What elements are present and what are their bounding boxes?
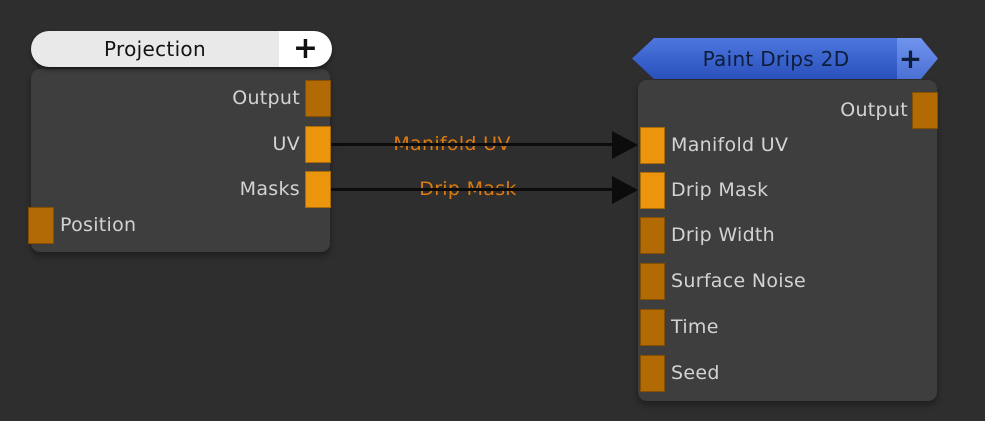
paint-drips-socket-seed[interactable]: [640, 355, 665, 392]
paint-drips-drip-width-label: Drip Width: [671, 224, 776, 246]
projection-socket-uv[interactable]: [305, 126, 331, 163]
projection-socket-output[interactable]: [305, 80, 331, 117]
wire-arrowhead-icon: [612, 176, 638, 204]
projection-socket-position[interactable]: [28, 207, 54, 244]
projection-node-title: Projection: [31, 31, 279, 67]
plus-icon: +: [292, 31, 319, 66]
paint-drips-socket-manifold-uv[interactable]: [640, 127, 665, 164]
paint-drips-drip-mask-label: Drip Mask: [671, 179, 769, 201]
projection-node-body[interactable]: [31, 69, 330, 252]
projection-position-label: Position: [60, 214, 137, 236]
paint-drips-node-title: Paint Drips 2D: [702, 46, 850, 71]
paint-drips-node-body[interactable]: [638, 80, 937, 401]
paint-drips-node-header[interactable]: Paint Drips 2D: [632, 38, 898, 79]
projection-node-header[interactable]: Projection +: [31, 31, 332, 67]
paint-drips-socket-drip-mask[interactable]: [640, 172, 665, 209]
paint-drips-add-button[interactable]: +: [897, 38, 938, 79]
projection-masks-label: Masks: [239, 178, 300, 200]
paint-drips-socket-time[interactable]: [640, 309, 665, 346]
wire-uv-to-manifold-uv[interactable]: [331, 143, 612, 146]
paint-drips-seed-label: Seed: [671, 362, 720, 384]
projection-output-label: Output: [232, 87, 300, 109]
projection-add-button[interactable]: +: [279, 31, 332, 67]
wire-masks-to-drip-mask[interactable]: [331, 188, 612, 191]
paint-drips-socket-surface-noise[interactable]: [640, 263, 665, 300]
projection-uv-label: UV: [272, 133, 300, 155]
paint-drips-socket-output[interactable]: [912, 92, 938, 129]
paint-drips-surface-noise-label: Surface Noise: [671, 270, 807, 292]
projection-socket-masks[interactable]: [305, 171, 331, 208]
paint-drips-output-label: Output: [840, 99, 908, 121]
paint-drips-manifold-uv-label: Manifold UV: [671, 134, 789, 156]
paint-drips-socket-drip-width[interactable]: [640, 217, 665, 254]
plus-icon: +: [898, 41, 923, 75]
wire-arrowhead-icon: [612, 131, 638, 159]
paint-drips-time-label: Time: [671, 316, 719, 338]
